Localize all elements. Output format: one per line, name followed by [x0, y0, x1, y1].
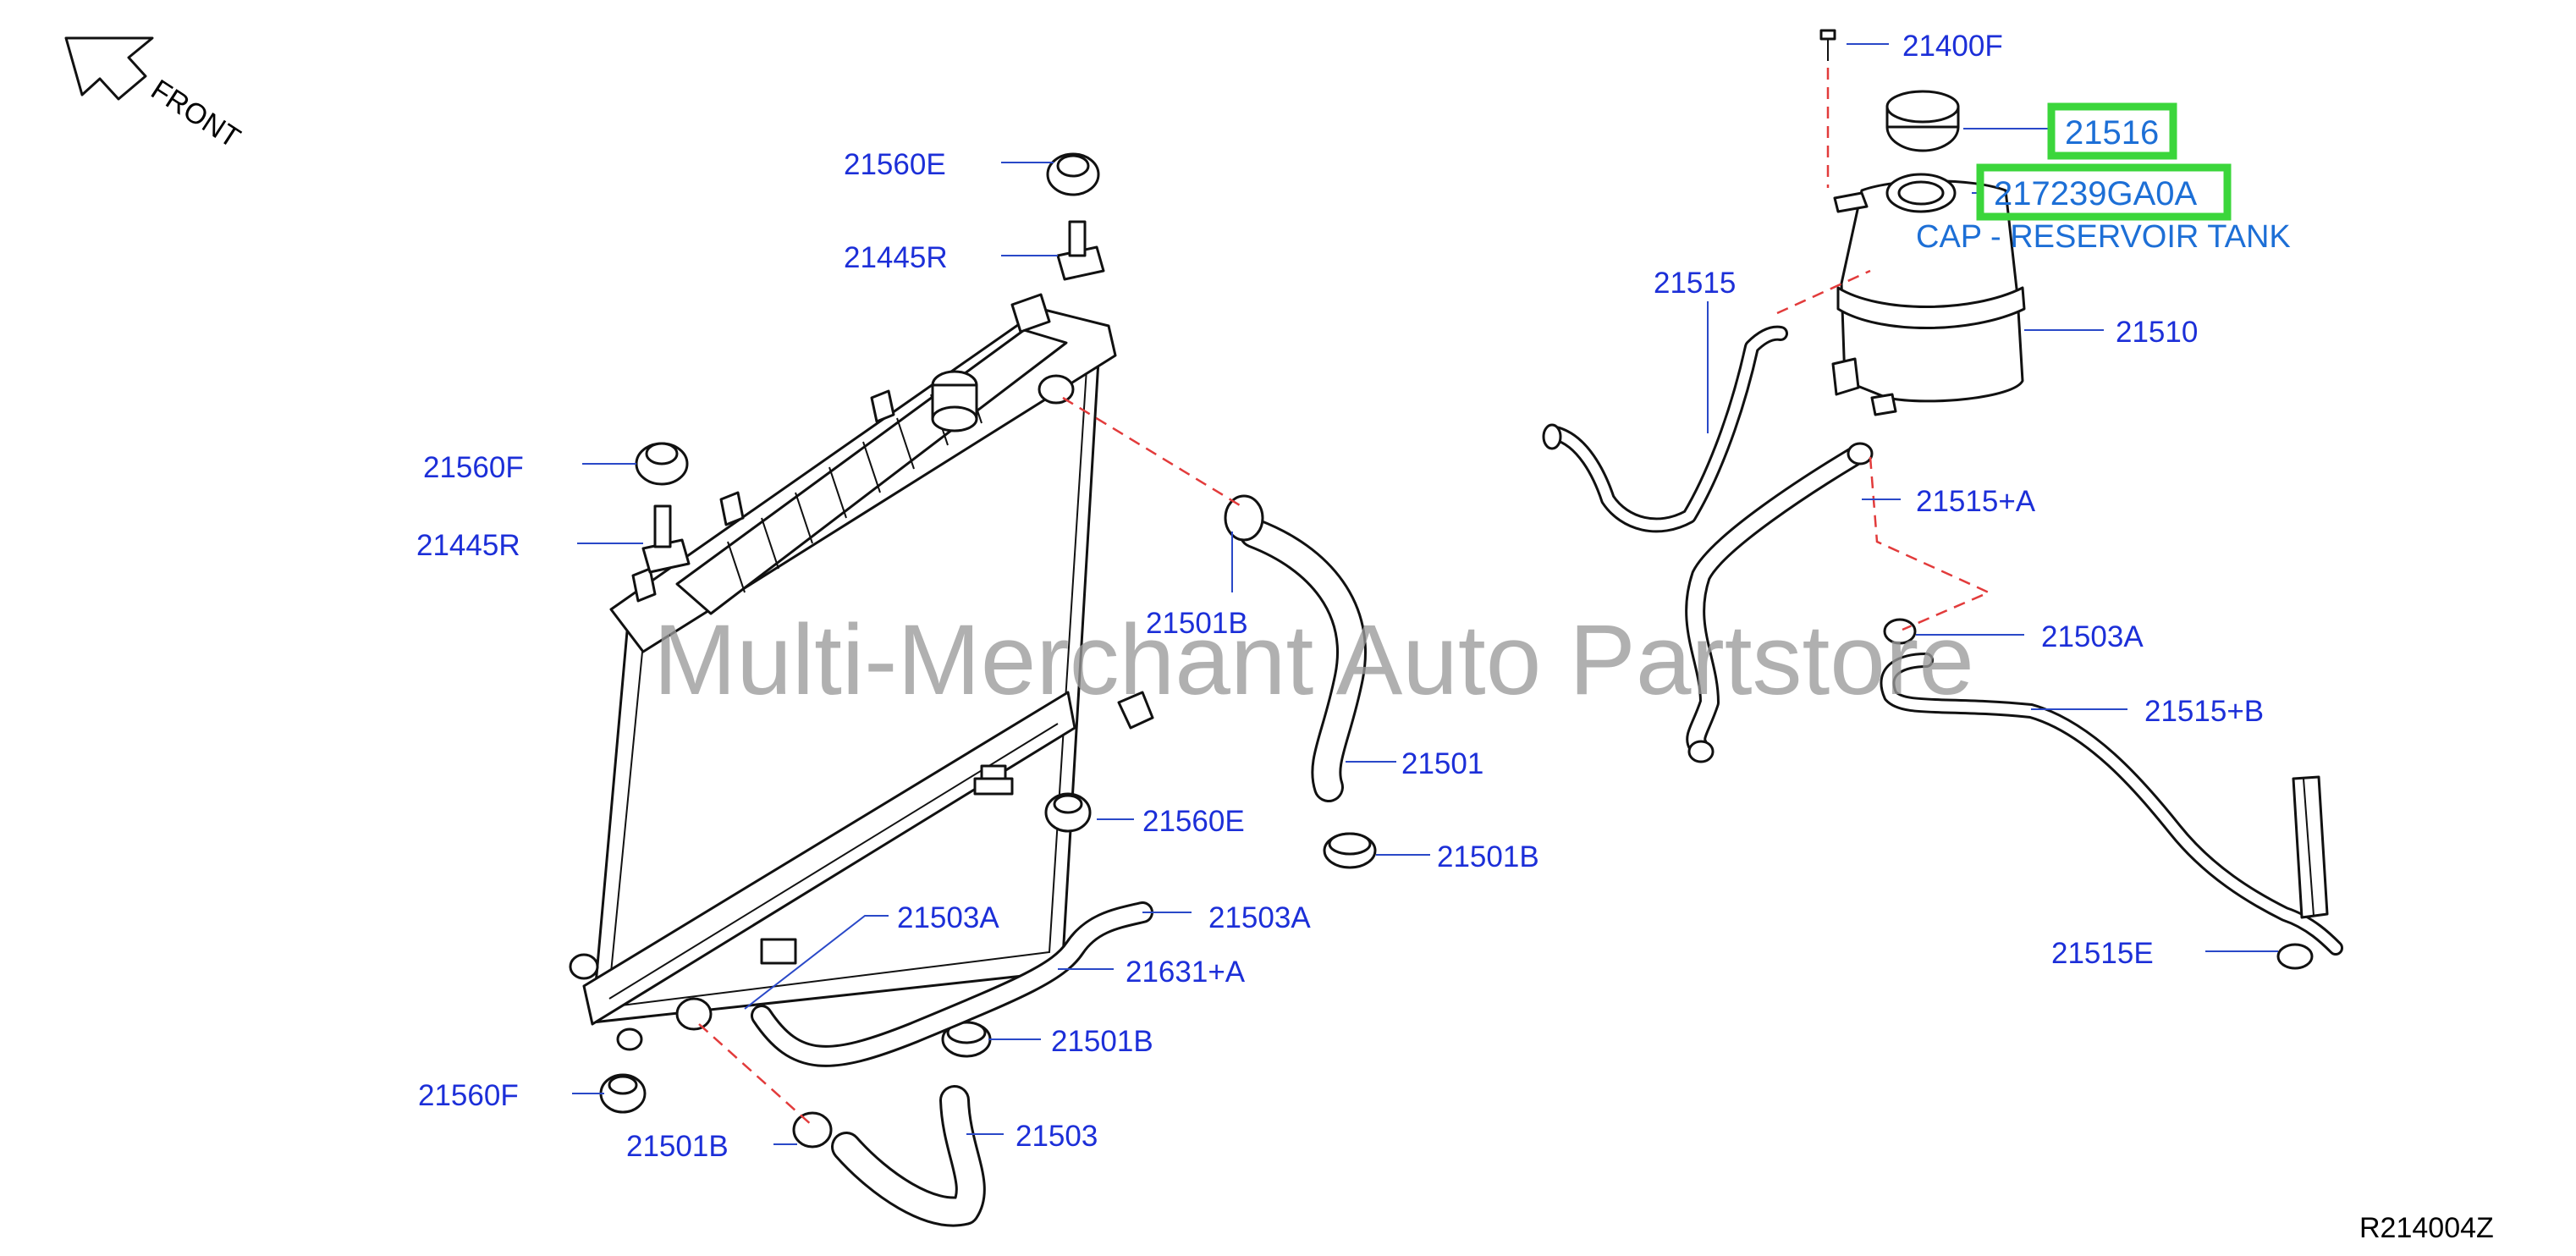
part-label-21515A[interactable]: 21515+A — [1916, 485, 2036, 518]
grommet-illustration — [635, 442, 689, 486]
part-label-21503A[interactable]: 21503A — [897, 901, 999, 934]
bracket-illustration — [641, 504, 691, 574]
part-label-21631A[interactable]: 21631+A — [1126, 956, 1246, 989]
part-label-21515B[interactable]: 21515+B — [2144, 695, 2264, 728]
part-label-21516[interactable]: 21516 — [2065, 114, 2159, 151]
upper-hose-illustration — [1224, 494, 1367, 802]
part-label-21501B[interactable]: 21501B — [1437, 840, 1539, 873]
diagram-code: R214004Z — [2359, 1212, 2494, 1244]
grommet-illustration — [599, 1073, 647, 1114]
oil-cooler-hose-illustration — [751, 901, 1153, 1067]
grommet-illustration — [1044, 792, 1092, 833]
part-label-21503A[interactable]: 21503A — [2041, 620, 2144, 653]
front-label: FRONT — [146, 74, 246, 155]
reservoir-cap-illustration — [1885, 90, 1960, 152]
lower-hose-illustration — [792, 1085, 986, 1227]
highlight-box — [2047, 102, 2177, 160]
clip-illustration — [1117, 691, 1154, 730]
part-label-21503A[interactable]: 21503A — [1208, 901, 1311, 934]
hose-clamp-illustration — [1883, 618, 1917, 645]
hose-clamp-illustration — [2276, 943, 2314, 970]
hose-clamp-illustration — [941, 1021, 992, 1058]
part-label-21510[interactable]: 21510 — [2116, 316, 2198, 349]
part-label-21445R[interactable]: 21445R — [844, 241, 948, 274]
part-label-21560F[interactable]: 21560F — [423, 451, 524, 484]
part-label-21501B[interactable]: 21501B — [1146, 607, 1248, 640]
reservoir-tank-illustration — [1831, 173, 2026, 416]
part-label-21501B[interactable]: 21501B — [626, 1130, 729, 1163]
part-label-21560E[interactable]: 21560E — [1142, 805, 1245, 838]
part-label-21560F[interactable]: 21560F — [418, 1079, 519, 1112]
part-label-21503[interactable]: 21503 — [1016, 1120, 1098, 1153]
part-label-21560E[interactable]: 21560E — [844, 148, 946, 181]
grommet-illustration — [1046, 152, 1100, 196]
watermark: Multi-Merchant Auto Partstore — [653, 604, 1974, 716]
hose-clamp-illustration — [1323, 832, 1377, 869]
leader-lines — [572, 43, 2278, 1145]
bracket-illustration — [1056, 220, 1105, 281]
reservoir-hose-illustration — [1685, 442, 1874, 763]
overflow-pipe-illustration — [1880, 653, 2343, 956]
highlight-box — [1976, 163, 2232, 221]
part-label-21445R[interactable]: 21445R — [416, 529, 520, 562]
part-label-21501B[interactable]: 21501B — [1051, 1025, 1153, 1058]
part-label-21501[interactable]: 21501 — [1401, 747, 1483, 780]
part-label-21515E[interactable]: 21515E — [2051, 937, 2154, 970]
part-description: CAP - RESERVOIR TANK — [1916, 219, 2291, 255]
bolt-illustration — [1819, 29, 1836, 61]
front-arrow-icon — [64, 36, 154, 101]
part-label-217239GA0A[interactable]: 217239GA0A — [1994, 175, 2198, 212]
part-label-21400F[interactable]: 21400F — [1902, 30, 2003, 63]
radiator-illustration — [569, 293, 1117, 1051]
reservoir-hose-illustration — [1542, 325, 1788, 533]
part-label-21515[interactable]: 21515 — [1654, 267, 1736, 300]
